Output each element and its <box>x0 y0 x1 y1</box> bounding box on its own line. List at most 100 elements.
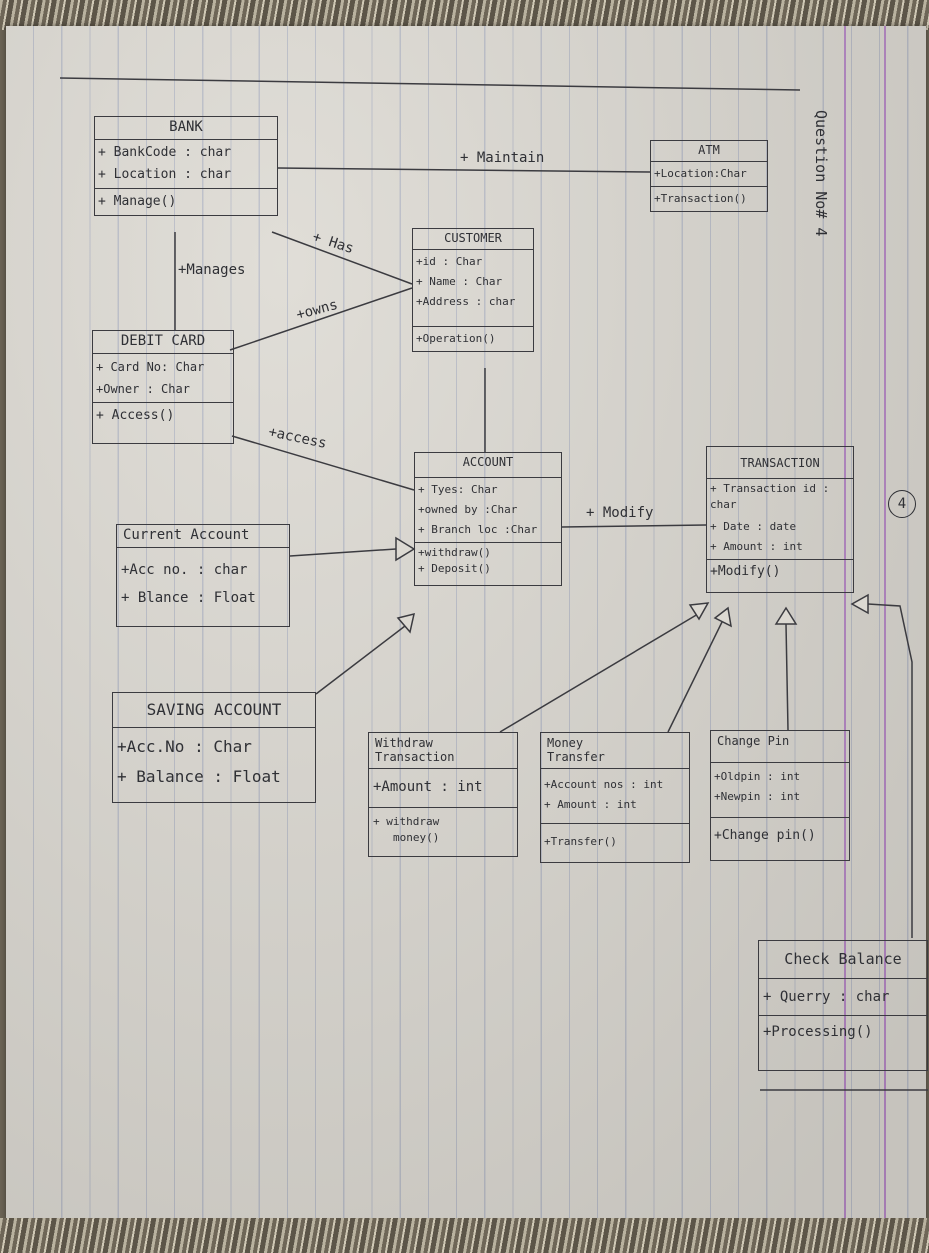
edge-bank-atm <box>277 167 651 173</box>
attribute: + Balance : Float <box>117 766 281 786</box>
class-withdraw-transaction-name: Withdraw Transaction <box>369 733 517 769</box>
edge-bank-customer <box>271 231 413 285</box>
attribute: + Location : char <box>98 167 232 183</box>
class-saving-account-name: SAVING ACCOUNT <box>113 693 315 728</box>
class-change-pin-attributes: +Oldpin : int +Newpin : int <box>711 763 849 819</box>
class-account-attributes: + Tyes: Char +owned by :Char + Branch lo… <box>415 478 561 544</box>
class-check-balance-attributes: + Querry : char <box>759 979 927 1016</box>
inherit-arrow-current <box>395 536 416 562</box>
inherit-arrow-checkbalance <box>850 593 869 615</box>
lined-paper <box>6 26 926 1221</box>
operation: +Transfer() <box>544 835 617 848</box>
edge-checkbalance-transaction <box>867 603 913 938</box>
class-debit-card: DEBIT CARD + Card No: Char +Owner : Char… <box>92 330 234 445</box>
class-bank-operations: + Manage() <box>95 189 277 215</box>
class-debit-card-operations: + Access() <box>93 403 233 443</box>
class-current-account-attributes: +Acc no. : char + Blance : Float <box>117 548 289 626</box>
attribute: +Account nos : int <box>544 778 664 791</box>
class-account: ACCOUNT + Tyes: Char +owned by :Char + B… <box>414 452 562 587</box>
operation: +Change pin() <box>714 828 816 844</box>
operation: +Transaction() <box>654 192 747 206</box>
inherit-arrow-changepin <box>774 606 798 625</box>
label-modify: + Modify <box>586 505 654 521</box>
attribute: +Acc no. : char <box>121 562 248 579</box>
attribute: + Name : Char <box>416 275 503 289</box>
class-money-transfer-operations: +Transfer() <box>541 824 689 862</box>
class-transaction-attributes: + Transaction id : char + Date : date + … <box>707 479 853 561</box>
class-bank-attributes: + BankCode : char + Location : char <box>95 140 277 190</box>
attribute: +id : Char <box>416 255 483 269</box>
attribute: +Newpin : int <box>714 790 801 804</box>
operation: + Access() <box>96 408 175 424</box>
attribute: +Location:Char <box>654 167 747 181</box>
class-customer: CUSTOMER +id : Char + Name : Char +Addre… <box>412 228 534 353</box>
operation: +Operation() <box>416 332 496 346</box>
margin-line-2 <box>884 26 886 1221</box>
edge-current-account <box>289 548 397 557</box>
attribute: +Owner : Char <box>96 382 190 397</box>
class-customer-operations: +Operation() <box>413 327 533 351</box>
class-transaction-name: TRANSACTION <box>707 447 853 480</box>
attribute: +Acc.No : Char <box>117 736 252 756</box>
operation: +Processing() <box>763 1023 873 1040</box>
operation: +Modify() <box>710 564 781 580</box>
attribute: + Blance : Float <box>121 590 256 607</box>
attribute: + Branch loc :Char <box>418 523 538 537</box>
class-saving-account-attributes: +Acc.No : Char + Balance : Float <box>113 728 315 802</box>
attribute: + Querry : char <box>763 988 890 1005</box>
attribute: + Amount : int <box>544 798 637 811</box>
class-atm-name: ATM <box>651 141 767 163</box>
class-atm: ATM +Location:Char +Transaction() <box>650 140 768 213</box>
operation: + Deposit() <box>418 562 491 576</box>
operation: money() <box>393 831 440 844</box>
class-money-transfer: Money Transfer +Account nos : int + Amou… <box>540 732 690 863</box>
class-check-balance: Check Balance + Querry : char +Processin… <box>758 940 928 1071</box>
attribute: + Tyes: Char <box>418 483 498 497</box>
attribute: + Transaction id : char <box>710 482 830 512</box>
class-check-balance-name: Check Balance <box>759 941 927 979</box>
edge-debitcard-account <box>231 435 415 491</box>
edge-changepin-transaction <box>785 623 789 731</box>
operation: +withdraw() <box>418 546 491 560</box>
label-manages: +Manages <box>178 262 246 278</box>
class-transaction: TRANSACTION + Transaction id : char + Da… <box>706 446 854 594</box>
inherit-arrow-withdraw <box>688 602 710 621</box>
class-debit-card-name: DEBIT CARD <box>93 331 233 355</box>
label-maintain: + Maintain <box>460 150 545 166</box>
attribute: + Date : date <box>710 520 797 534</box>
operation: + Manage() <box>98 194 177 210</box>
class-current-account: Current Account +Acc no. : char + Blance… <box>116 524 290 628</box>
class-withdraw-transaction-operations: + withdraw money() <box>369 808 517 856</box>
class-check-balance-operations: +Processing() <box>759 1016 927 1070</box>
margin-line <box>844 26 846 1221</box>
class-debit-card-attributes: + Card No: Char +Owner : Char <box>93 354 233 404</box>
top-fringe <box>0 0 929 30</box>
edge-account-transaction <box>561 524 707 528</box>
class-atm-operations: +Transaction() <box>651 187 767 211</box>
class-money-transfer-attributes: +Account nos : int + Amount : int <box>541 769 689 824</box>
class-money-transfer-name: Money Transfer <box>541 733 689 769</box>
class-transaction-operations: +Modify() <box>707 560 853 592</box>
class-change-pin: Change Pin +Oldpin : int +Newpin : int +… <box>710 730 850 862</box>
class-bank-name: BANK <box>95 117 277 141</box>
attribute: +Amount : int <box>373 779 483 795</box>
question-heading: Question No# 4 <box>812 110 830 237</box>
class-bank: BANK + BankCode : char + Location : char… <box>94 116 278 217</box>
inherit-arrow-transfer <box>713 606 732 628</box>
attribute: +owned by :Char <box>418 503 518 517</box>
inherit-arrow-saving <box>396 612 415 634</box>
page-number: 4 <box>888 490 916 518</box>
class-withdraw-transaction-attributes: +Amount : int <box>369 769 517 808</box>
bottom-fringe <box>0 1218 929 1253</box>
class-current-account-name: Current Account <box>117 525 289 549</box>
top-rule-line <box>59 77 801 91</box>
class-account-operations: +withdraw() + Deposit() <box>415 543 561 585</box>
operation: + withdraw <box>373 815 440 828</box>
attribute: +Oldpin : int <box>714 770 801 784</box>
class-saving-account: SAVING ACCOUNT +Acc.No : Char + Balance … <box>112 692 316 803</box>
class-customer-name: CUSTOMER <box>413 229 533 251</box>
class-account-name: ACCOUNT <box>415 453 561 479</box>
class-withdraw-transaction: Withdraw Transaction +Amount : int + wit… <box>368 732 518 857</box>
edge-withdraw-transaction <box>499 613 699 733</box>
